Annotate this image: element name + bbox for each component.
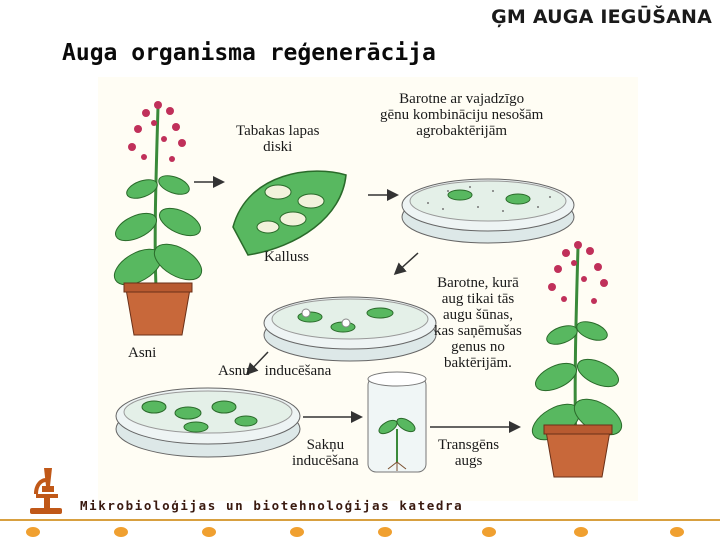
label-shoot-induction: Asnu inducēšana: [218, 363, 332, 379]
decor-dot: [114, 527, 128, 537]
petri-dish-agrobacteria: [401, 178, 575, 244]
microscope-icon: [26, 464, 66, 520]
slide-title: Auga organisma reģenerācija: [62, 40, 436, 66]
label-transgenic-plant: Transgēns augs: [438, 437, 500, 469]
decor-dot: [482, 527, 496, 537]
label-selection-medium: Barotne, kurā aug tikai tās augu šūnas, …: [434, 275, 522, 371]
decor-dot: [574, 527, 588, 537]
decor-dot: [202, 527, 216, 537]
label-leaf-discs: Tabakas lapas diski: [236, 123, 320, 155]
label-medium-agrobacteria: Barotne ar vajadzīgo gēnu kombināciju ne…: [380, 91, 544, 139]
topic-header: ĢM AUGA IEGŪŠANA: [491, 6, 712, 28]
bottom-decoration-band: [0, 519, 720, 542]
decor-dot: [26, 527, 40, 537]
department-name: Mikrobioloģijas un biotehnoloģijas kated…: [80, 498, 464, 513]
decor-dot: [290, 527, 304, 537]
diagram-illustration: [113, 101, 623, 478]
transgenic-plant-right: [531, 241, 623, 478]
label-root-induction: Sakņu inducēšana: [292, 437, 359, 469]
decor-dot: [670, 527, 684, 537]
label-sprouts: Asni: [128, 345, 157, 361]
culture-jar: [367, 371, 427, 473]
petri-dish-callus: [263, 296, 437, 362]
leaf-discs: [232, 170, 347, 256]
label-callus: Kalluss: [264, 249, 309, 265]
regeneration-diagram: Tabakas lapas diski Barotne ar vajadzīgo…: [98, 77, 638, 501]
petri-dish-shoots: [115, 387, 301, 458]
decor-dot: [378, 527, 392, 537]
tobacco-plant-left: [113, 101, 203, 336]
